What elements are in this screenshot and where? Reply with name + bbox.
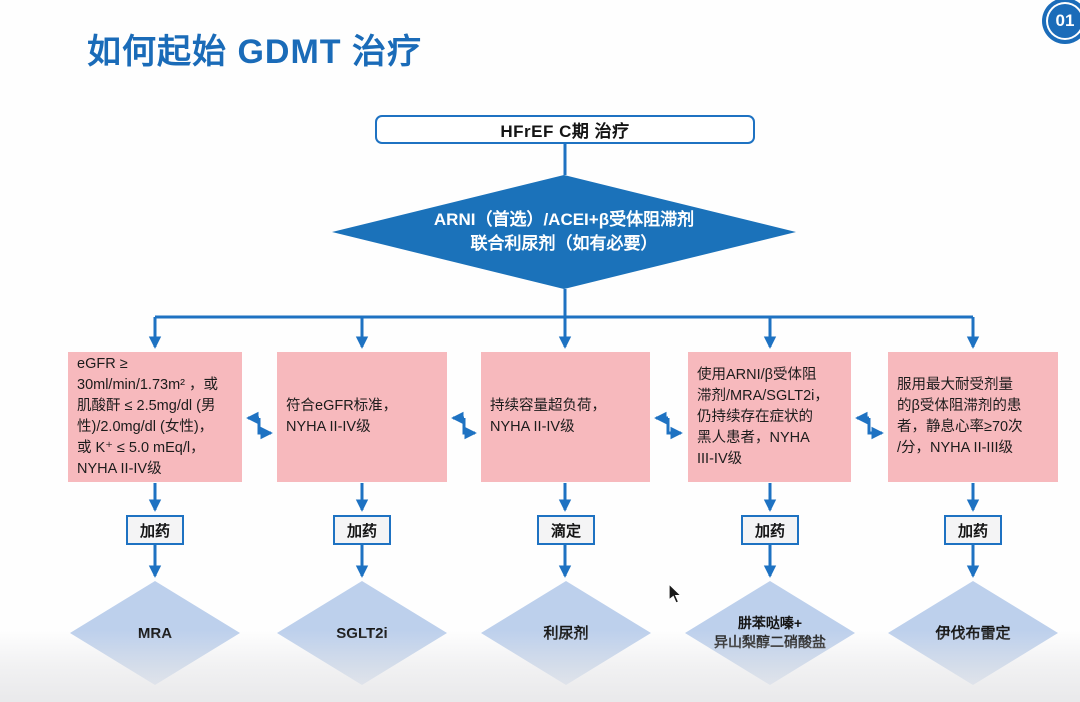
badge-ring: 01 <box>1046 2 1080 40</box>
condition-box-heart-rate: 服用最大耐受剂量 的β受体阻滞剂的患 者，静息心率≥70次 /分，NYHA II… <box>888 352 1058 482</box>
badge-number: 01 <box>1048 4 1080 38</box>
action-box-2: 加药 <box>333 515 391 545</box>
condition-box-black-patients: 使用ARNI/β受体阻 滞剂/MRA/SGLT2i， 仍持续存在症状的 黑人患者… <box>688 352 851 482</box>
condition-box-volume-overload: 持续容量超负荷， NYHA II-IV级 <box>481 352 650 482</box>
decision-line1: ARNI（首选）/ACEI+β受体阻滞剂 <box>433 210 695 229</box>
slide-number-badge: 01 <box>1042 0 1080 44</box>
mouse-cursor-icon <box>668 583 683 604</box>
action-box-5: 加药 <box>944 515 1002 545</box>
condition-box-egfr-standard: 符合eGFR标准， NYHA II-IV级 <box>277 352 447 482</box>
action-box-1: 加药 <box>126 515 184 545</box>
action-box-3: 滴定 <box>537 515 595 545</box>
page-title: 如何起始 GDMT 治疗 <box>87 33 422 71</box>
action-box-4: 加药 <box>741 515 799 545</box>
condition-box-egfr: eGFR ≥ 30ml/min/1.73m² ，或 肌酸酐 ≤ 2.5mg/dl… <box>68 352 242 482</box>
root-node-hfref: HFrEF C期 治疗 <box>375 115 755 144</box>
decision-line2: 联合利尿剂（如有必要） <box>470 234 658 253</box>
